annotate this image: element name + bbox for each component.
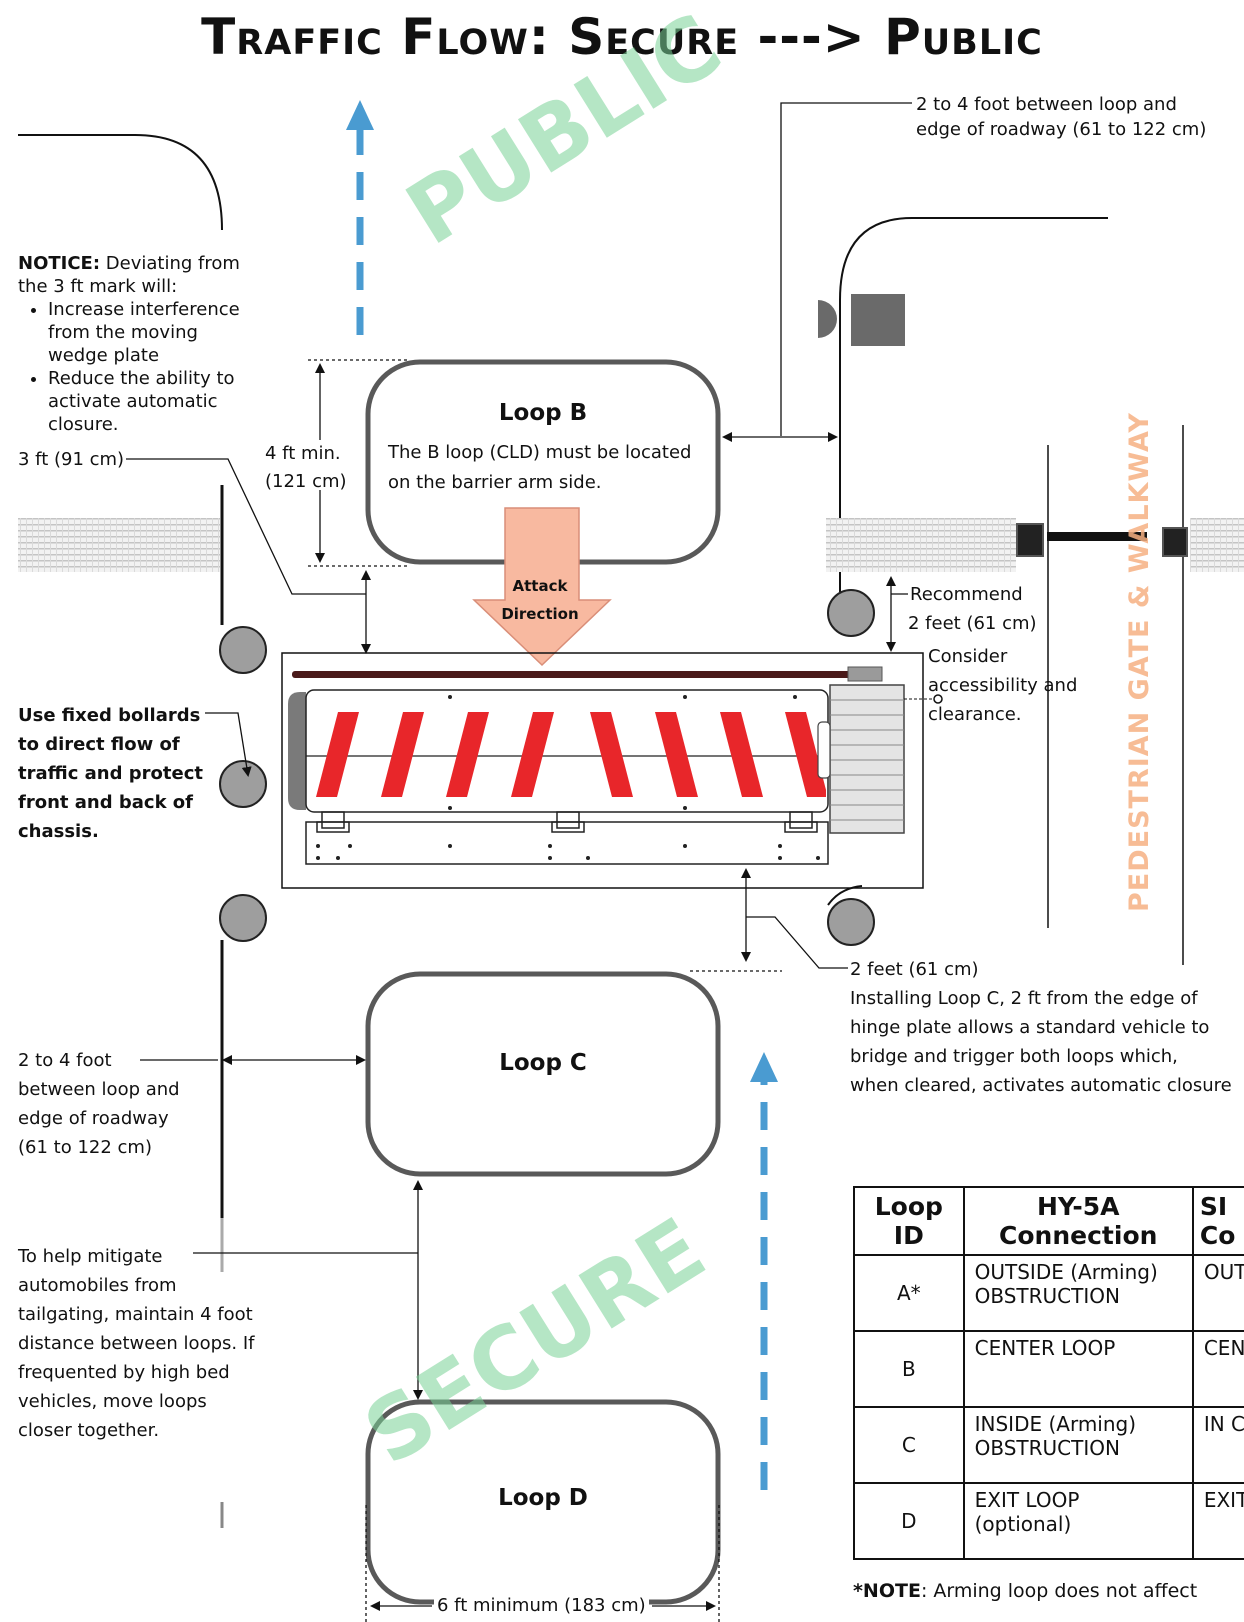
- table-row: A* OUTSIDE (Arming)OBSTRUCTION OUT: [853, 1254, 1244, 1332]
- consider-line1: Consider: [928, 646, 1008, 667]
- notice-bullets: Increase interference from the moving we…: [18, 298, 258, 436]
- notice-bullet: Reduce the ability to activate automatic…: [48, 367, 258, 436]
- fence-far-right: [1190, 518, 1244, 572]
- attack-direction-label: Attack Direction: [490, 572, 590, 628]
- notice-text: Deviating from the 3 ft mark will:: [18, 253, 240, 297]
- four-ft-cm-label: (121 cm): [265, 471, 347, 492]
- fence-right: [826, 518, 1016, 572]
- installing-line4: when cleared, activates automatic closur…: [850, 1075, 1232, 1096]
- cell-s: IN C: [1191, 1406, 1244, 1484]
- cell-hy: INSIDE (Arming)OBSTRUCTION: [962, 1406, 1194, 1484]
- control-box: [851, 294, 905, 346]
- loop-b-title: Loop B: [498, 400, 588, 426]
- left-mid-line3: edge of roadway: [18, 1108, 169, 1129]
- pedestrian-gate: [1016, 523, 1188, 557]
- notice-label: NOTICE:: [18, 253, 101, 274]
- flow-arrow-public: [346, 100, 374, 335]
- installing-line3: bridge and trigger both loops which,: [850, 1046, 1178, 1067]
- cell-id: C: [853, 1406, 965, 1484]
- six-ft-label: 6 ft minimum (183 cm): [434, 1594, 649, 1617]
- top-right-note-line1: 2 to 4 foot between loop and: [916, 94, 1177, 115]
- cell-hy: OUTSIDE (Arming)OBSTRUCTION: [962, 1254, 1194, 1332]
- hinge-plate: [305, 811, 829, 865]
- barrier-outline: [281, 652, 924, 889]
- footnote-label: *NOTE: [853, 1580, 921, 1602]
- cell-hy: EXIT LOOP(optional): [962, 1482, 1194, 1560]
- left-mid-line1: 2 to 4 foot: [18, 1050, 112, 1071]
- cell-s: CEN: [1191, 1330, 1244, 1408]
- recommend-line1: Recommend: [910, 584, 1023, 605]
- loop-c-shape: [365, 971, 721, 1177]
- cell-id: A*: [853, 1254, 965, 1332]
- loop-c-title: Loop C: [499, 1050, 587, 1076]
- road-curve-upper-right: [839, 217, 1108, 592]
- power-unit: [817, 684, 943, 834]
- consider-line3: clearance.: [928, 704, 1022, 725]
- loop-d-title: Loop D: [498, 1485, 588, 1511]
- photo-eye: [818, 300, 837, 338]
- notice-bullet: Increase interference from the moving we…: [48, 298, 258, 367]
- road-curve-upper-left: [18, 134, 223, 231]
- table-row: D EXIT LOOP(optional) EXIT: [853, 1482, 1244, 1560]
- cell-id: D: [853, 1482, 965, 1560]
- recommend-line2: 2 feet (61 cm): [908, 613, 1037, 634]
- installing-line2: hinge plate allows a standard vehicle to: [850, 1017, 1210, 1038]
- left-mid-line2: between loop and: [18, 1079, 180, 1100]
- top-right-note-line2: edge of roadway (61 to 122 cm): [916, 119, 1207, 140]
- cell-id: B: [853, 1330, 965, 1408]
- attack-line2: Direction: [501, 605, 579, 623]
- wedge-plate: [288, 689, 880, 813]
- bollards: [219, 589, 875, 946]
- cell-s: OUT: [1191, 1254, 1244, 1332]
- attack-line1: Attack: [512, 577, 568, 595]
- cell-s: EXIT: [1191, 1482, 1244, 1560]
- notice-block: NOTICE: Deviating from the 3 ft mark wil…: [18, 252, 258, 436]
- attack-direction-arrow: [472, 507, 612, 667]
- bollards-note: Use fixed bollards to direct flow of tra…: [18, 705, 203, 842]
- installing-line1: Installing Loop C, 2 ft from the edge of: [850, 988, 1198, 1009]
- two-feet-label: 2 feet (61 cm): [850, 959, 979, 980]
- tailgate-note: To help mitigate automobiles from tailga…: [18, 1246, 255, 1441]
- left-mid-line4: (61 to 122 cm): [18, 1137, 152, 1158]
- three-ft-label: 3 ft (91 cm): [18, 449, 125, 470]
- consider-line2: accessibility and: [928, 675, 1078, 696]
- watermark-pedestrian: PEDESTRIAN GATE & WALKWAY: [1124, 412, 1155, 912]
- cell-hy: CENTER LOOP: [962, 1330, 1194, 1408]
- table-footnote: *NOTE: Arming loop does not affect: [853, 1580, 1244, 1603]
- page-title: Traffic Flow: Secure ---> Public: [201, 8, 1043, 66]
- loop-b-text: The B loop (CLD) must be located on the …: [388, 442, 692, 493]
- fence-left: [18, 518, 220, 572]
- table-row: B CENTER LOOP CEN: [853, 1330, 1244, 1408]
- four-ft-min-label: 4 ft min.: [265, 443, 341, 464]
- flow-arrow-secure: [750, 1052, 778, 1490]
- barrier-arm-rail: [292, 671, 852, 678]
- table-row: C INSIDE (Arming)OBSTRUCTION IN C: [853, 1406, 1244, 1484]
- footnote-text: : Arming loop does not affect: [920, 1580, 1198, 1602]
